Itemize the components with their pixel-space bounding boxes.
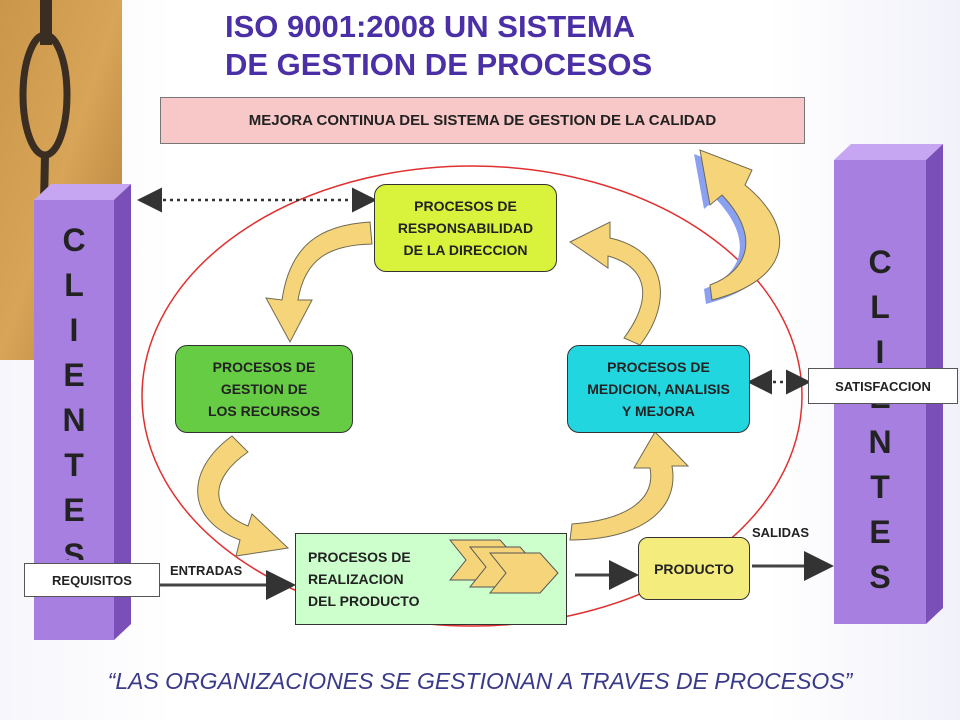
requisitos-text: REQUISITOS: [52, 572, 132, 588]
salidas-label: SALIDAS: [752, 525, 810, 540]
box-producto: PRODUCTO: [638, 537, 750, 600]
box-direccion-text: PROCESOS DE RESPONSABILIDAD DE LA DIRECC…: [397, 198, 534, 258]
clientes-right-label: C L I E N T E S: [868, 244, 892, 595]
improvement-arrow: [694, 149, 781, 304]
process-chevrons: [448, 539, 559, 594]
continuous-improvement-banner: MEJORA CONTINUA DEL SISTEMA DE GESTION D…: [160, 97, 805, 144]
satisfaccion-tag: SATISFACCION: [808, 368, 958, 404]
box-recursos: PROCESOS DE GESTION DE LOS RECURSOS: [175, 345, 353, 433]
curved-arrow-top-right: [569, 221, 661, 346]
bottom-quote: “LAS ORGANIZACIONES SE GESTIONAN A TRAVE…: [107, 668, 853, 694]
box-direccion: PROCESOS DE RESPONSABILIDAD DE LA DIRECC…: [374, 184, 557, 272]
curved-arrow-bottom-right: [569, 431, 690, 541]
banner-text: MEJORA CONTINUA DEL SISTEMA DE GESTION D…: [248, 112, 717, 129]
curved-arrow-bottom-left: [197, 435, 290, 557]
cycle-ellipse: [141, 165, 803, 627]
box-recursos-text: PROCESOS DE GESTION DE LOS RECURSOS: [207, 359, 320, 419]
requisitos-tag: REQUISITOS: [24, 563, 160, 597]
entradas-label: ENTRADAS: [170, 563, 243, 578]
box-realizacion-text: PROCESOS DE REALIZACION DEL PRODUCTO: [308, 549, 420, 609]
clientes-left-label: C L I E N T E S: [62, 222, 86, 560]
box-producto-text: PRODUCTO: [654, 560, 734, 577]
page-title: ISO 9001:2008 UN SISTEMA DE GESTION DE P…: [225, 9, 653, 82]
curved-arrow-top-left: [265, 221, 373, 344]
satisfaccion-text: SATISFACCION: [835, 378, 931, 394]
box-medicion: PROCESOS DE MEDICION, ANALISIS Y MEJORA: [567, 345, 750, 433]
box-medicion-text: PROCESOS DE MEDICION, ANALISIS Y MEJORA: [587, 359, 730, 419]
